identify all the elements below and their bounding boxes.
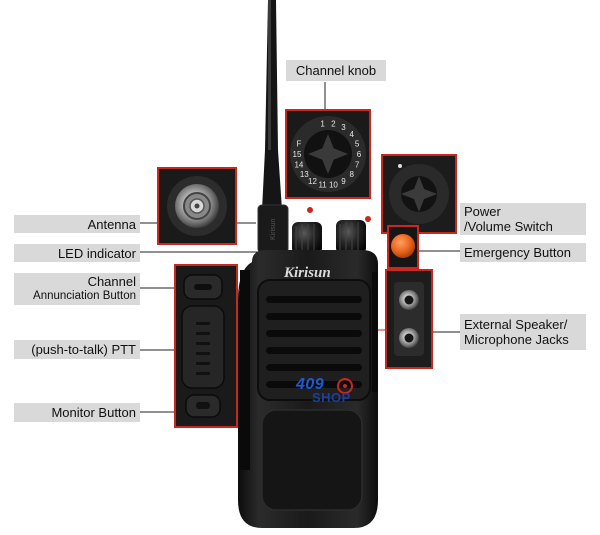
knob-number: 3 bbox=[341, 123, 346, 132]
antenna-connector-inset bbox=[157, 167, 237, 245]
label-channel-annunciation: Channel Annunciation Button bbox=[14, 273, 140, 305]
antenna: Kirisun bbox=[257, 0, 289, 254]
label-power-volume: Power /Volume Switch bbox=[460, 203, 586, 235]
knob-number: 12 bbox=[308, 177, 317, 186]
label-emergency-button: Emergency Button bbox=[460, 243, 586, 262]
emergency-button-inset bbox=[387, 225, 419, 269]
side-buttons-inset bbox=[174, 264, 240, 428]
jack-inset bbox=[378, 269, 433, 369]
knob-number: 11 bbox=[318, 181, 327, 190]
knob-number: F bbox=[296, 139, 301, 148]
knob-number: 4 bbox=[349, 130, 354, 139]
label-channel-knob: Channel knob bbox=[286, 60, 386, 81]
knob-number: 8 bbox=[349, 170, 354, 179]
brand-logo: Kirisun bbox=[283, 265, 331, 281]
knob-number: 14 bbox=[294, 161, 303, 170]
watermark: 409 SHOP bbox=[296, 376, 351, 405]
knob-number: 7 bbox=[355, 161, 360, 170]
svg-text:Kirisun: Kirisun bbox=[270, 218, 277, 240]
knob-number: 5 bbox=[355, 139, 360, 148]
knob-number: 13 bbox=[300, 170, 309, 179]
top-knobs bbox=[292, 207, 371, 254]
label-ptt: (push-to-talk) PTT bbox=[14, 340, 140, 359]
knob-number: 2 bbox=[331, 120, 336, 129]
knob-number: 9 bbox=[341, 177, 346, 186]
power-knob-inset bbox=[381, 154, 457, 234]
knob-number: 15 bbox=[293, 150, 302, 159]
watermark-icon bbox=[337, 378, 353, 394]
label-monitor-button: Monitor Button bbox=[14, 403, 140, 422]
label-speaker-jacks: External Speaker/ Microphone Jacks bbox=[460, 314, 586, 350]
radio-body bbox=[238, 250, 378, 528]
label-antenna: Antenna bbox=[14, 215, 140, 233]
label-led-indicator: LED indicator bbox=[14, 244, 140, 262]
knob-number: 6 bbox=[357, 150, 362, 159]
knob-number: 10 bbox=[329, 181, 338, 190]
knob-number: 1 bbox=[320, 120, 325, 129]
